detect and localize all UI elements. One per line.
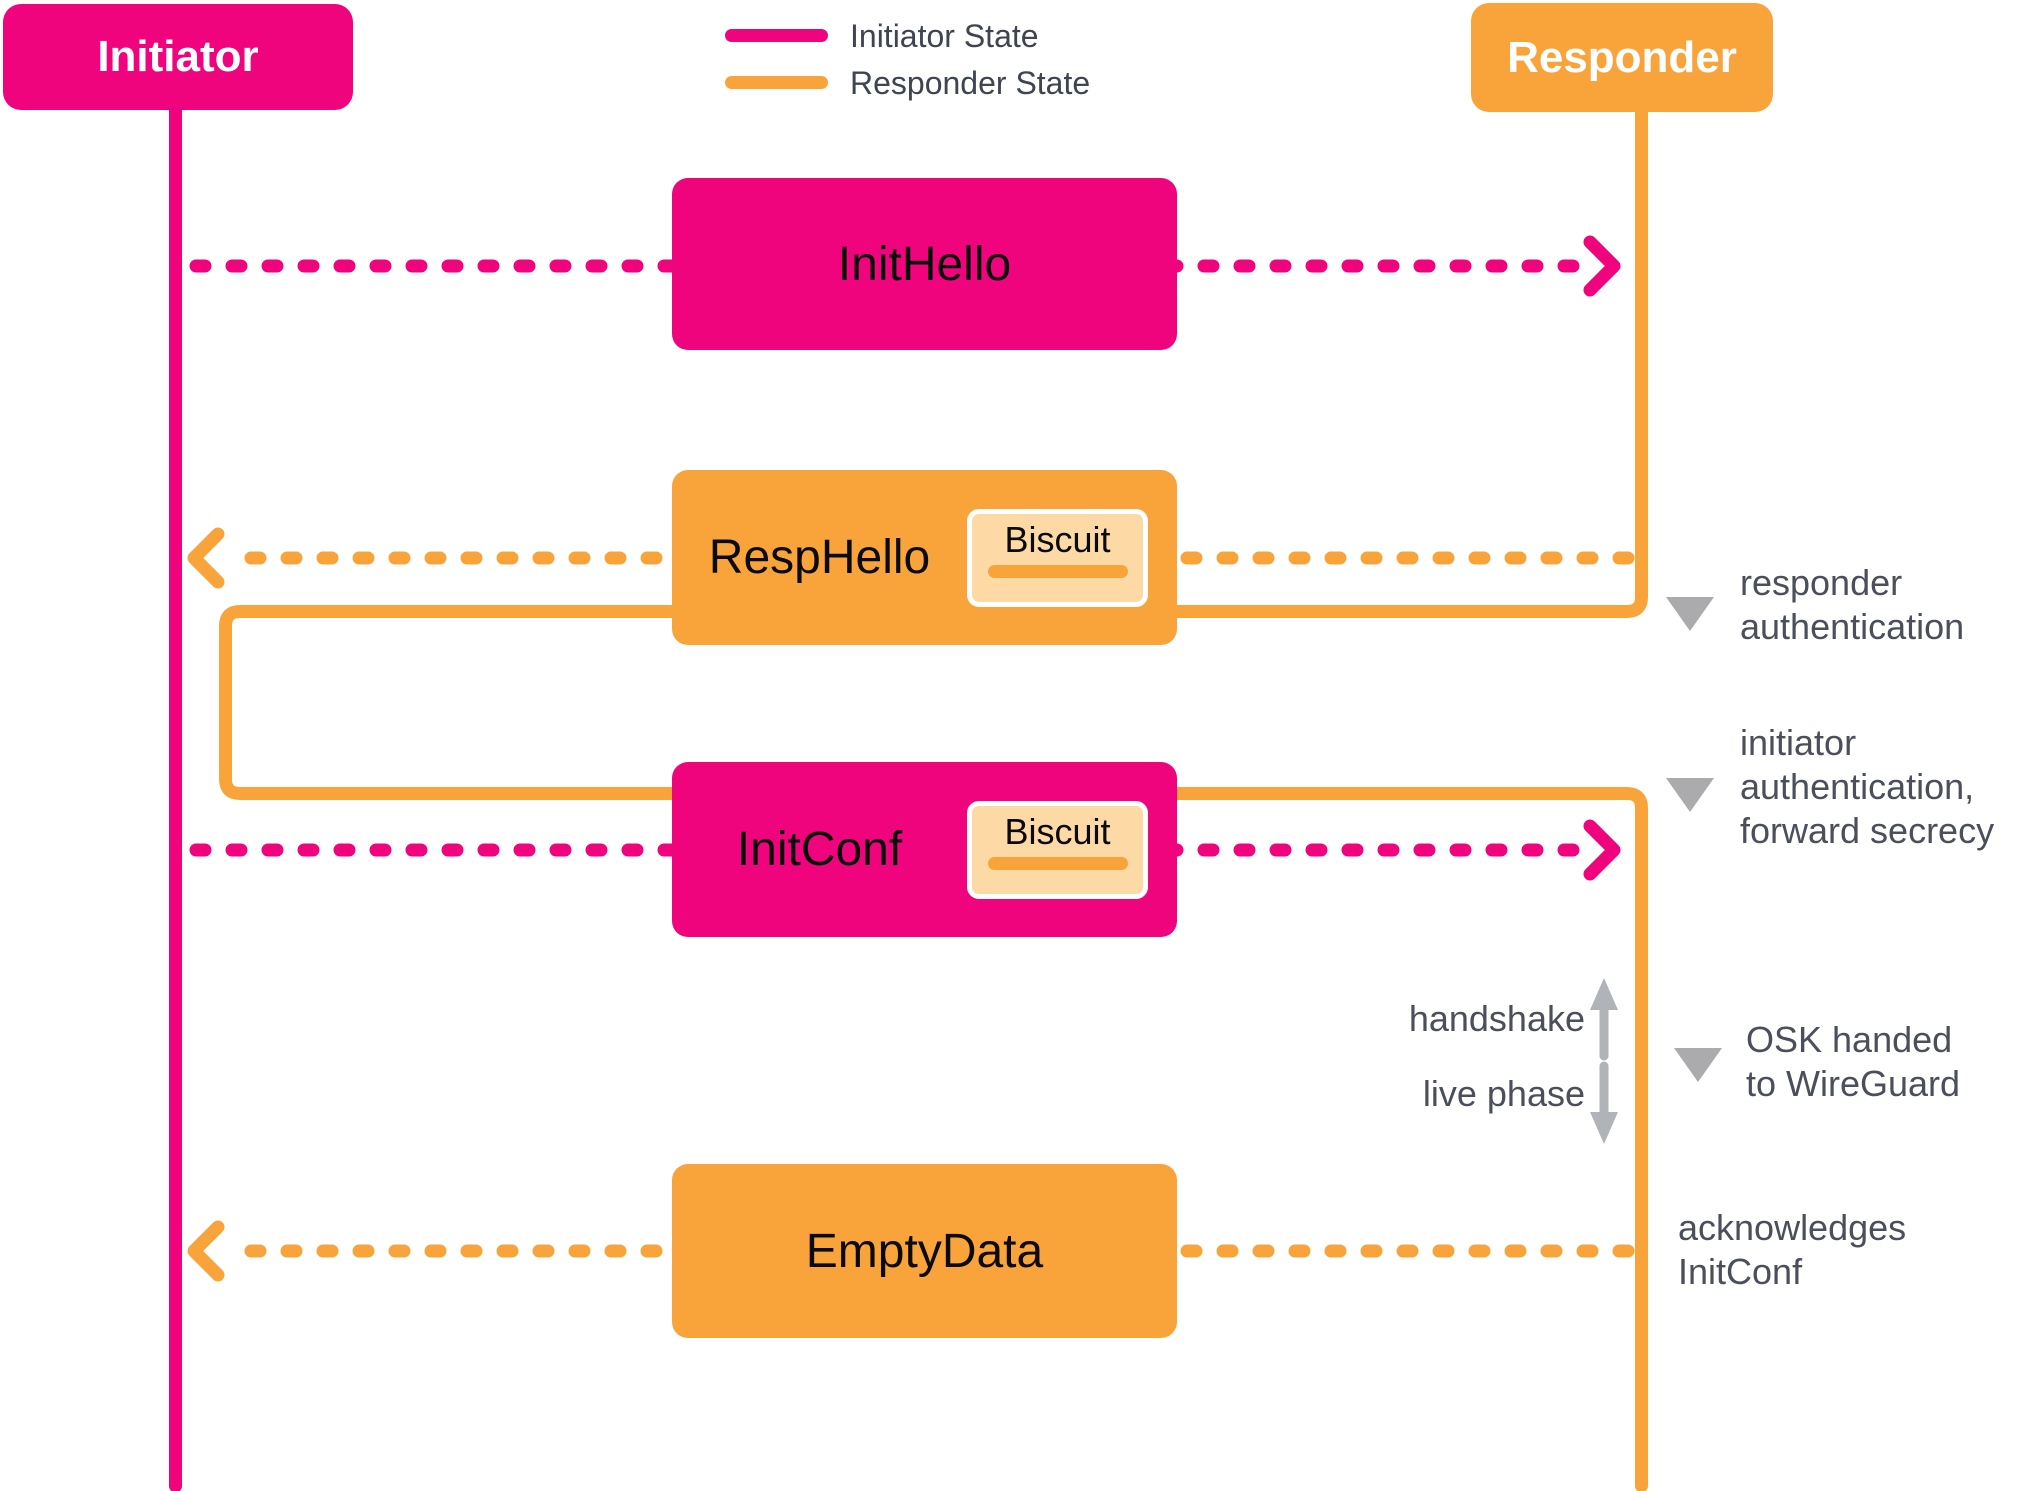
biscuit-label: Biscuit	[1004, 810, 1111, 852]
message-resphello-label: RespHello	[708, 531, 931, 584]
actor-responder: Responder	[1471, 3, 1773, 112]
message-emptydata-label: EmptyData	[805, 1224, 1044, 1278]
milestone-triangle-initiator-auth-icon	[1666, 778, 1714, 812]
message-inithello: InitHello	[672, 178, 1177, 350]
biscuit-bar	[987, 564, 1128, 578]
message-emptydata: EmptyData	[672, 1164, 1177, 1338]
annotation-line: acknowledges	[1678, 1207, 1907, 1248]
responder-state-line	[219, 53, 1648, 1491]
biscuit-box-resphello: Biscuit	[967, 508, 1148, 607]
annotation-acknowledges-initconf: acknowledges InitConf	[1678, 1206, 1906, 1294]
initconf-arrowhead-icon	[1583, 819, 1621, 881]
milestone-triangle-responder-auth-icon	[1666, 597, 1714, 631]
actor-responder-label: Responder	[1507, 32, 1737, 82]
message-initconf: InitConf Biscuit	[672, 762, 1177, 937]
annotation-line: responder	[1740, 562, 1903, 603]
annotation-line: authentication	[1740, 606, 1965, 647]
legend-label-initiator-state: Initiator State	[850, 18, 1039, 54]
message-initconf-label: InitConf	[736, 823, 903, 876]
actor-initiator: Initiator	[3, 4, 353, 110]
biscuit-bar	[987, 856, 1128, 870]
biscuit-box-initconf: Biscuit	[967, 800, 1148, 899]
biscuit-label: Biscuit	[1004, 518, 1111, 560]
annotation-line: InitConf	[1678, 1251, 1803, 1292]
handshake-up-arrow-icon	[1590, 978, 1618, 1061]
annotation-line: forward secrecy	[1740, 810, 1995, 851]
phase-label-handshake: handshake	[1408, 998, 1585, 1039]
annotation-line: initiator	[1740, 722, 1857, 763]
annotation-responder-authentication: responder authentication	[1740, 561, 1964, 649]
emptydata-arrowhead-icon	[187, 1220, 225, 1282]
annotation-initiator-authentication: initiator authentication, forward secrec…	[1740, 721, 1994, 853]
annotation-osk-handed-to-wireguard: OSK handed to WireGuard	[1746, 1018, 1960, 1106]
legend-swatch-responder-state	[725, 76, 828, 89]
annotation-line: to WireGuard	[1746, 1063, 1961, 1104]
message-inithello-label: InitHello	[837, 237, 1012, 291]
resphello-arrowhead-icon	[187, 527, 225, 589]
actor-initiator-label: Initiator	[97, 32, 259, 81]
legend-label-responder-state: Responder State	[850, 65, 1091, 101]
annotation-line: OSK handed	[1746, 1019, 1953, 1060]
milestone-triangle-osk-icon	[1674, 1048, 1722, 1082]
message-resphello: RespHello Biscuit	[672, 470, 1177, 645]
live-phase-down-arrow-icon	[1590, 1061, 1618, 1144]
phase-label-live-phase: live phase	[1422, 1073, 1585, 1114]
legend-swatch-initiator-state	[725, 29, 828, 42]
inithello-arrowhead-icon	[1583, 235, 1621, 297]
annotation-line: authentication,	[1740, 766, 1975, 807]
